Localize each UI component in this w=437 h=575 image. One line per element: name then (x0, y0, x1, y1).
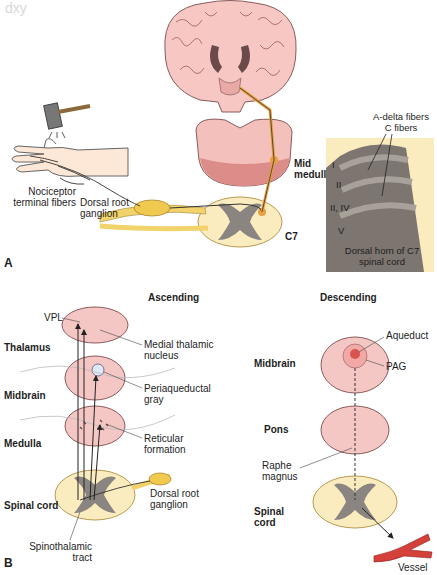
lamina-label: II, IV (330, 203, 350, 214)
leader-line (300, 448, 352, 468)
region-label: Midbrain (254, 358, 296, 369)
structure-label: PAG (386, 361, 406, 372)
fiber-entry (170, 204, 262, 212)
blood-vessel (374, 534, 432, 562)
ganglion (149, 473, 171, 485)
section-heading: Descending (320, 292, 377, 303)
inset-label: C fibers (368, 123, 434, 134)
structure-label: Vessel (398, 562, 427, 573)
thalamus-region (219, 78, 241, 95)
leader-line (70, 512, 80, 540)
dorsal-horn-inset: A-delta fibersC fibersIII II, IV V Dorsal h… (326, 108, 434, 272)
leader-line (359, 337, 384, 352)
structure-label: Spinothalamic tract (20, 541, 92, 563)
leader-line (106, 424, 142, 438)
leader-lines (300, 337, 384, 468)
structure-label: Periaqueductal gray (144, 383, 216, 405)
hammer-handle (58, 106, 90, 112)
panel-letter: A (4, 258, 13, 269)
descending-path (355, 368, 356, 500)
leader-line (366, 360, 384, 366)
region-label: C7 (285, 231, 298, 242)
watermark: dxy (5, 3, 27, 14)
structure-label: Aqueduct (386, 330, 428, 341)
fiber (58, 166, 90, 180)
structure-label: Dorsal root ganglion (80, 197, 142, 219)
leader-line (62, 318, 80, 322)
structure-label: Nociceptor terminal fibers (2, 186, 76, 208)
medulla-section (196, 119, 292, 186)
structure-label: Raphe magnus (262, 460, 306, 482)
ventricles (210, 45, 250, 73)
thumb (44, 139, 56, 148)
fiber (60, 178, 84, 184)
panel-letter: B (4, 558, 13, 569)
region-label: Thalamus (4, 342, 51, 353)
fiber (30, 156, 58, 162)
structure-label: Reticular formation (144, 433, 206, 455)
region-label: Pons (264, 424, 288, 435)
structure-label: VPL (44, 312, 63, 323)
hand-outline (12, 146, 128, 176)
region-label: Spinal cord (4, 500, 58, 511)
brain-section (165, 1, 296, 113)
tract-line (240, 88, 274, 212)
ascending-arrow (94, 425, 100, 500)
descending-sections (300, 337, 432, 562)
medulla-outline (196, 119, 292, 186)
ascending-pathway (170, 88, 274, 212)
region-label: Medulla (4, 438, 41, 449)
lamina-label: I (332, 160, 335, 171)
section-heading: Ascending (148, 292, 199, 303)
region-label: Midbrain (4, 390, 46, 401)
leader-lines (62, 318, 142, 540)
inset-label: A-delta fibers (368, 112, 434, 123)
ganglion (134, 200, 170, 216)
descending-arrow (362, 508, 393, 538)
ascending-arrow (78, 324, 79, 500)
ventral-root (100, 226, 208, 229)
structure-label: Medial thalamic nucleus (144, 339, 216, 361)
thalamus-section (62, 307, 128, 343)
medulla-section (65, 406, 125, 446)
leader-line (368, 134, 392, 196)
aqueduct (350, 349, 360, 359)
region-label: Spinal cord (254, 506, 294, 528)
laminae-bands (340, 157, 416, 216)
cortex-folds (172, 12, 284, 76)
grey-matter (218, 204, 262, 240)
leader-line (100, 330, 142, 345)
inset-label: Dorsal horn of C7 spinal cord (336, 246, 428, 267)
lamina-label: V (338, 226, 344, 237)
hand-illustration (12, 103, 128, 177)
structure-label: Dorsal root ganglion (150, 488, 216, 510)
tract-highlight (240, 88, 274, 212)
ascending-arrow (84, 330, 85, 500)
brain-outline (165, 1, 296, 113)
pag-region (343, 344, 367, 368)
cord-background (326, 138, 434, 272)
impact-marks (49, 132, 65, 138)
lamina-label: II (336, 180, 341, 191)
hammer-head (44, 103, 63, 129)
leader-line (104, 372, 142, 388)
